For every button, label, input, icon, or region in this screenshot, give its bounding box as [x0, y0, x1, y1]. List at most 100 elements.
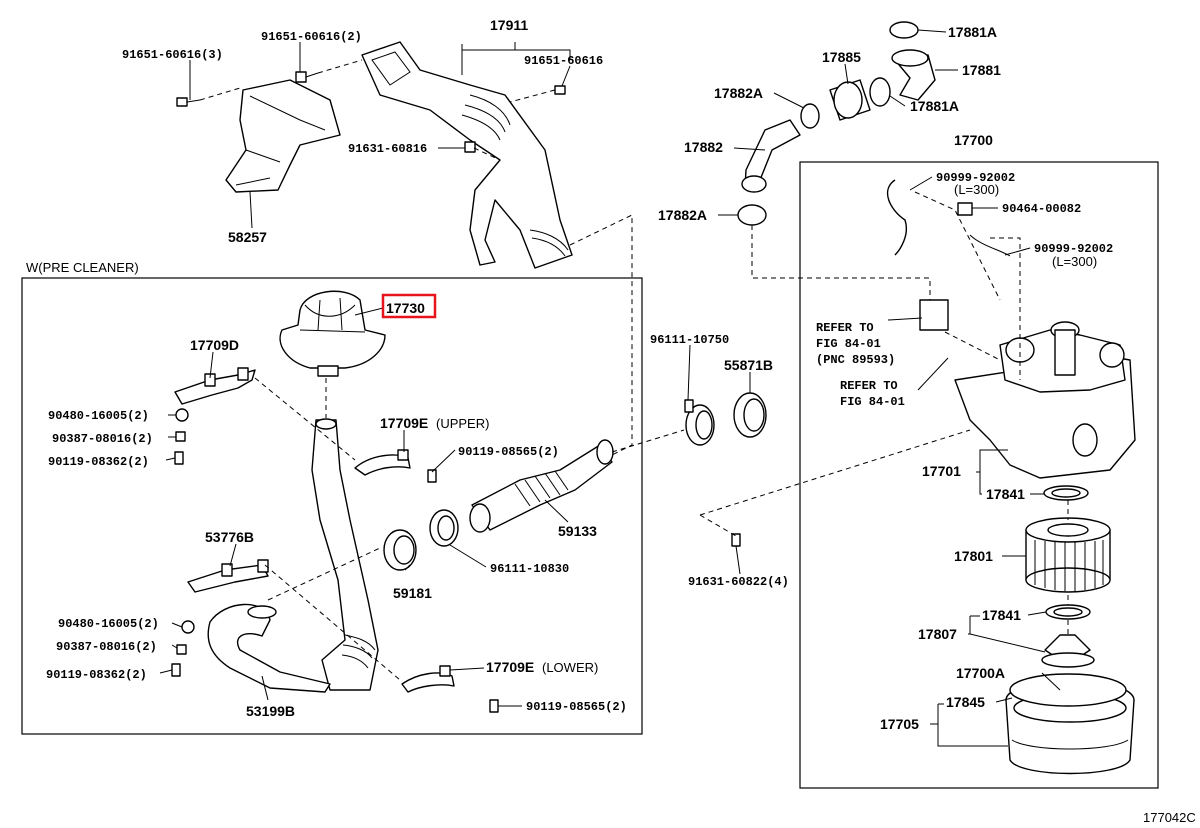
label-58257: 58257: [228, 229, 267, 245]
elbow-17881[interactable]: [891, 49, 936, 101]
label-90999-92002-a-len: (L=300): [954, 182, 999, 197]
leader-lines: [159, 29, 1061, 747]
label-ref1-line3: (PNC 89593): [816, 353, 895, 367]
pre-cleaner-frame-title: W(PRE CLEANER): [26, 260, 139, 275]
label-90119-08565-a: 90119-08565(2): [458, 445, 559, 459]
clip-90464-00082[interactable]: [957, 202, 973, 216]
pre-cleaner-cap-17730[interactable]: [279, 290, 386, 377]
label-17709E-upper-tag: (UPPER): [436, 416, 489, 431]
label-17701: 17701: [922, 463, 961, 479]
gasket-17841-top[interactable]: [1043, 485, 1089, 501]
label-ref1-line1: REFER TO: [816, 321, 874, 335]
label-90119-08362-b: 90119-08362(2): [46, 668, 147, 682]
highlight-box-17730: [381, 293, 437, 319]
label-55871B: 55871B: [724, 357, 773, 373]
label-53776B: 53776B: [205, 529, 254, 545]
assembly-lines: [199, 59, 1069, 681]
label-17911: 17911: [490, 17, 528, 33]
label-90464-00082: 90464-00082: [1002, 202, 1081, 216]
label-90387-08016-b: 90387-08016(2): [56, 640, 157, 654]
bolt-90119-08565-a[interactable]: [427, 469, 437, 483]
pre-cleaner-frame: [21, 277, 643, 735]
label-91651-60616: 91651-60616: [524, 54, 603, 68]
label-17700: 17700: [954, 132, 993, 148]
label-90480-16005-b: 90480-16005(2): [58, 617, 159, 631]
label-90999-92002-b-len: (L=300): [1052, 254, 1097, 269]
label-90480-16005-a: 90480-16005(2): [48, 409, 149, 423]
clamp-17709E-lower[interactable]: [401, 665, 455, 693]
hose-17882[interactable]: [741, 119, 801, 193]
filter-element-17801[interactable]: [1025, 517, 1111, 593]
label-96111-10830: 96111-10830: [490, 562, 569, 576]
label-59133: 59133: [558, 523, 597, 539]
label-17730: 17730: [386, 300, 425, 316]
label-17705: 17705: [880, 716, 919, 732]
bolt-91631-60816[interactable]: [464, 141, 476, 153]
label-17841-low: 17841: [982, 607, 1021, 623]
seal-17845[interactable]: [1009, 673, 1127, 707]
bolt-90119-b[interactable]: [171, 663, 181, 677]
label-17709D: 17709D: [190, 337, 239, 353]
clamp-17882A-top[interactable]: [800, 103, 820, 129]
label-17885: 17885: [822, 49, 861, 65]
sensor-bracket[interactable]: [919, 299, 949, 331]
bolt-91651-mid[interactable]: [295, 71, 319, 83]
bracket-17709D[interactable]: [174, 367, 256, 405]
wing-nut-17807[interactable]: [1041, 634, 1095, 668]
bolt-90119-a[interactable]: [174, 451, 184, 465]
clamp-96111-10830[interactable]: [429, 509, 459, 547]
label-ref2-line2: FIG 84-01: [840, 395, 905, 409]
shield-58257[interactable]: [225, 79, 341, 193]
label-17709E-upper: 17709E: [380, 415, 428, 431]
clamp-96111-10750[interactable]: [684, 399, 715, 446]
clamp-17709E-upper[interactable]: [354, 449, 411, 476]
bolt-91651-left[interactable]: [176, 97, 201, 107]
sleeve-59181[interactable]: [383, 529, 417, 571]
pre-cleaner-pipe[interactable]: [311, 418, 379, 691]
label-59181: 59181: [393, 585, 432, 601]
label-ref1-line2: FIG 84-01: [816, 337, 881, 351]
label-17882A-low: 17882A: [658, 207, 707, 223]
clamp-17881A-mid[interactable]: [869, 77, 891, 107]
label-17841-top: 17841: [986, 486, 1025, 502]
washer-90387-a[interactable]: [175, 431, 186, 442]
nut-90480-a[interactable]: [175, 408, 189, 422]
reducer-17885[interactable]: [829, 79, 871, 121]
label-91631-60816: 91631-60816: [348, 142, 427, 156]
bolt-91631-60822[interactable]: [731, 533, 741, 547]
bolt-90119-08565-b[interactable]: [489, 699, 499, 713]
label-17882: 17882: [684, 139, 723, 155]
nut-90480-b[interactable]: [181, 620, 195, 634]
inlet-duct-17911[interactable]: [361, 41, 573, 269]
gasket-17841-low[interactable]: [1045, 604, 1091, 620]
sleeve-55871B[interactable]: [733, 392, 767, 438]
label-90999-92002-a: 90999-92002: [936, 171, 1015, 185]
label-17881: 17881: [962, 62, 1001, 78]
bracket-53776B[interactable]: [187, 559, 269, 593]
hose-59133[interactable]: [469, 439, 614, 533]
label-90999-92002-b: 90999-92002: [1034, 242, 1113, 256]
label-90119-08565-b: 90119-08565(2): [526, 700, 627, 714]
diagram-id: 177042C: [1143, 810, 1196, 825]
clamp-17882A-low[interactable]: [737, 204, 767, 226]
label-96111-10750: 96111-10750: [650, 333, 729, 347]
label-91651-60616-3: 91651-60616(3): [122, 48, 223, 62]
washer-90387-b[interactable]: [176, 644, 187, 655]
air-cleaner-case-17701[interactable]: [954, 321, 1136, 479]
label-17709E-lower: 17709E: [486, 659, 534, 675]
lower-hose-53199B[interactable]: [207, 603, 331, 693]
label-ref2-line1: REFER TO: [840, 379, 898, 393]
label-17882A-top: 17882A: [714, 85, 763, 101]
labels: 17911 91651-60616(3) 91651-60616(2) 9165…: [46, 17, 1196, 825]
clamp-17881A-top[interactable]: [889, 21, 919, 39]
hose-90999-92002-a[interactable]: [886, 179, 907, 256]
label-17700A: 17700A: [956, 665, 1005, 681]
label-90119-08362-a: 90119-08362(2): [48, 455, 149, 469]
label-17881A-top: 17881A: [948, 24, 997, 40]
label-90387-08016-a: 90387-08016(2): [52, 432, 153, 446]
label-17881A-mid: 17881A: [910, 98, 959, 114]
air-cleaner-assembly-frame: [799, 161, 1159, 789]
label-91631-60822-4: 91631-60822(4): [688, 575, 789, 589]
bolt-91651-right[interactable]: [554, 85, 566, 95]
